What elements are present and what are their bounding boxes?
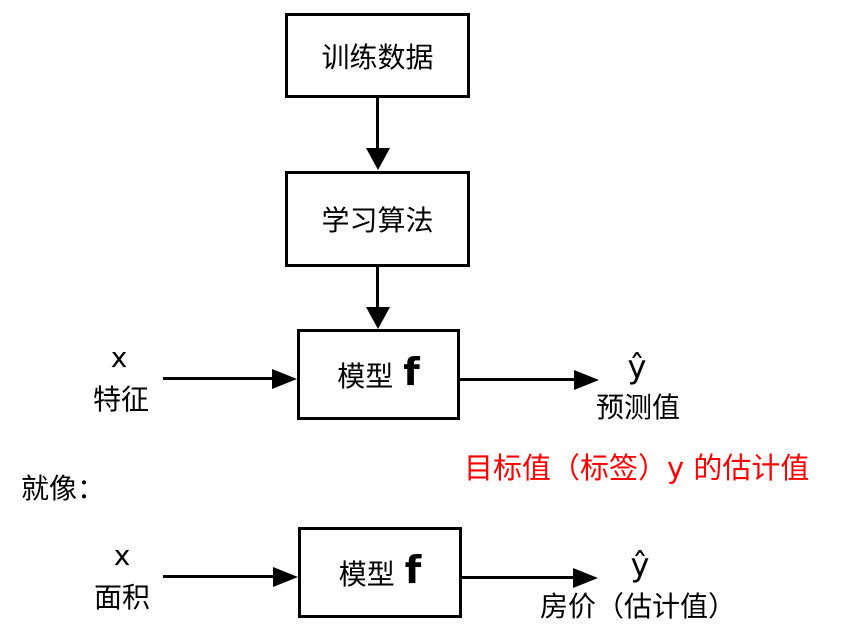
analogy-model-f-symbol: f	[404, 547, 422, 592]
analogy-lead-in: 就像：	[21, 472, 106, 505]
arrow-right-line-2	[460, 378, 575, 381]
arrow-right-head-2	[574, 370, 599, 390]
input-symbol-x: x	[110, 341, 128, 374]
input-label-features: 特征	[92, 383, 149, 416]
learning-algorithm-box: 学习算法	[285, 171, 470, 267]
training-data-label: 训练数据	[321, 40, 434, 74]
analogy-input-label-area: 面积	[93, 581, 150, 614]
arrow-down-line-2	[376, 267, 379, 308]
analogy-model-box: 模型 f	[298, 527, 462, 618]
arrow-down-head-2	[366, 307, 390, 329]
analogy-input-symbol-x: x	[113, 539, 131, 572]
target-value-note: 目标值（标签）y 的估计值	[464, 451, 810, 485]
learning-algorithm-label: 学习算法	[321, 204, 434, 237]
output-symbol-yhat: ŷ	[627, 348, 647, 386]
arrow-right-head-3	[273, 567, 298, 587]
analogy-output-label-house-price: 房价（估计值）	[539, 590, 736, 623]
arrow-right-line-3	[163, 575, 274, 578]
output-label-prediction: 预测值	[595, 391, 680, 424]
model-label: 模型	[337, 359, 394, 393]
arrow-right-line-1	[163, 377, 273, 380]
model-box: 模型 f	[297, 329, 460, 420]
analogy-model-label: 模型	[338, 557, 395, 591]
training-data-box: 训练数据	[285, 13, 470, 98]
arrow-right-head-4	[573, 568, 598, 588]
analogy-output-symbol-yhat: ŷ	[630, 546, 650, 584]
arrow-down-line-1	[376, 98, 379, 149]
arrow-right-head-1	[272, 369, 297, 389]
arrow-right-line-4	[462, 576, 574, 579]
model-f-symbol: f	[403, 349, 420, 394]
arrow-down-head-1	[366, 148, 390, 170]
